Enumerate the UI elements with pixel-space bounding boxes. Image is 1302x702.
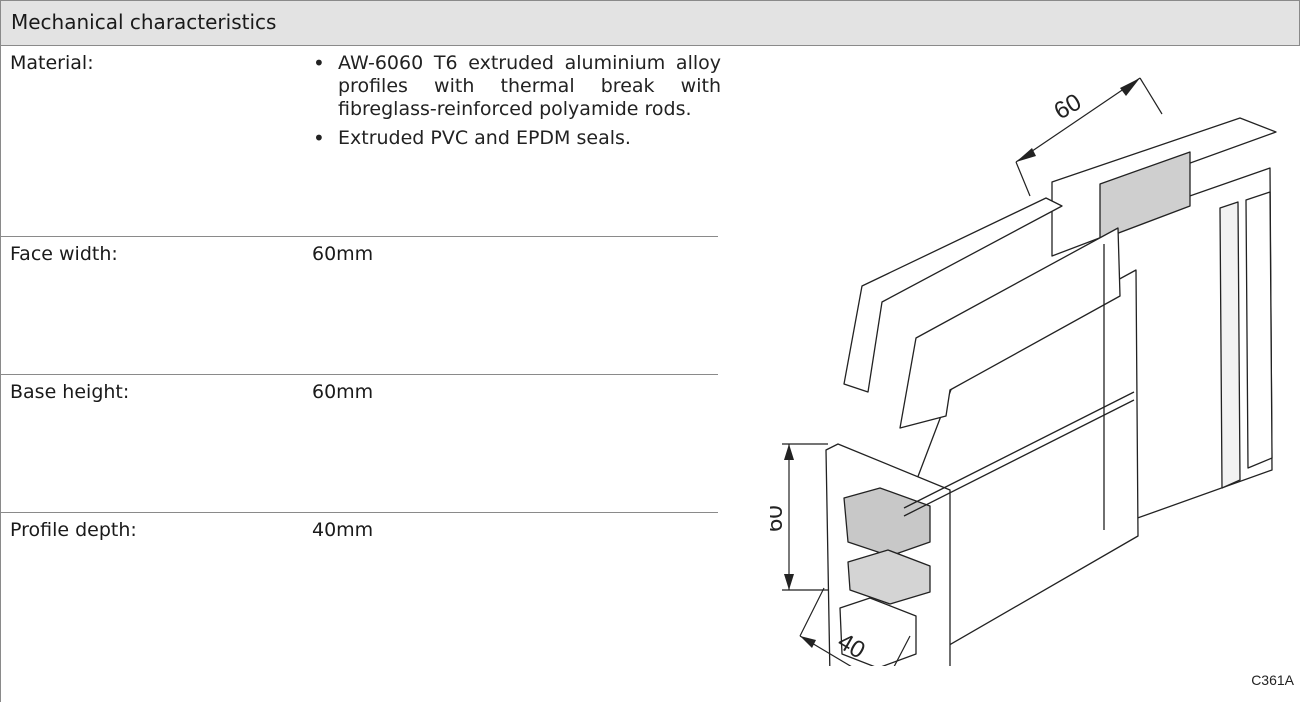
base-height-value: 60mm <box>312 381 374 403</box>
glazing-panel <box>899 227 1121 429</box>
face-width-label: Face width: <box>10 243 118 265</box>
section-title: Mechanical characteristics <box>11 10 277 34</box>
material-list: AW-6060 T6 extruded aluminium alloy prof… <box>313 52 721 150</box>
profile-top-insert <box>1099 151 1191 241</box>
profile-drawing: 60 60 40 <box>770 77 1277 666</box>
arrowhead <box>1016 148 1036 162</box>
base-height-label: Base height: <box>10 381 130 403</box>
profile-depth-label: Profile depth: <box>10 519 137 541</box>
transom-line <box>903 399 1135 517</box>
extension-line <box>893 635 911 666</box>
profile-depth-value: 40mm <box>312 519 374 541</box>
row-divider <box>0 374 718 375</box>
transom-line <box>903 391 1135 509</box>
material-item: Extruded PVC and EPDM seals. <box>313 127 721 150</box>
arrowhead <box>784 574 794 590</box>
row-divider <box>0 512 718 513</box>
material-item: AW-6060 T6 extruded aluminium alloy prof… <box>313 52 721 121</box>
extension-line <box>1015 161 1031 197</box>
dimension-line-top <box>1015 77 1141 163</box>
arrowhead <box>800 636 816 648</box>
frame-edge-strip <box>1245 191 1273 469</box>
glazing-bead-panel <box>843 197 1063 393</box>
thermal-break-insert <box>843 487 931 557</box>
face-width-value: 60mm <box>312 243 374 265</box>
dimension-label-top: 60 <box>1050 88 1087 125</box>
extension-line <box>1139 77 1163 115</box>
frame-side-strip <box>1219 201 1241 489</box>
section-header: Mechanical characteristics <box>0 0 1300 46</box>
row-divider <box>0 236 718 237</box>
thermal-break-insert-lower <box>847 549 931 605</box>
dimension-line-bottom <box>799 635 852 666</box>
extension-line <box>799 587 825 637</box>
dimension-label-left: 60 <box>770 505 788 532</box>
base-chamber <box>839 597 917 666</box>
drawing-code: C361A <box>1251 672 1294 688</box>
arrowhead <box>1120 78 1140 96</box>
material-label: Material: <box>10 52 94 74</box>
arrowhead <box>784 444 794 460</box>
